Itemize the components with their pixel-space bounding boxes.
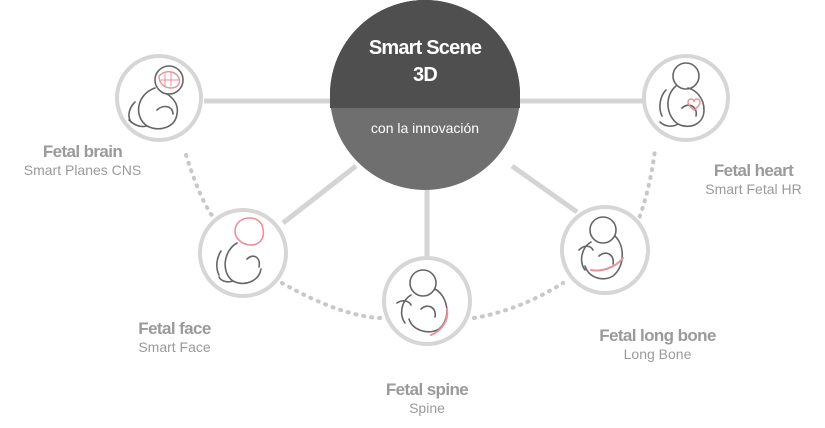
label-brain-subtitle: Smart Planes CNS <box>23 162 142 179</box>
node-spine <box>382 256 472 346</box>
label-spine-title: Fetal spine <box>385 380 469 399</box>
node-longbone <box>560 205 650 295</box>
node-face <box>198 208 288 298</box>
fetus-face-icon <box>216 217 265 285</box>
label-heart: Fetal heart Smart Fetal HR <box>682 161 825 198</box>
label-longbone-title: Fetal long bone <box>599 326 716 345</box>
fetus-long-bone-icon <box>578 216 624 280</box>
label-face-title: Fetal face <box>138 319 211 338</box>
fetus-heart-icon <box>659 62 705 128</box>
label-brain: Fetal brain Smart Planes CNS <box>0 142 165 179</box>
label-spine: Fetal spine Spine <box>347 380 507 417</box>
connector-face <box>281 164 358 225</box>
label-brain-title: Fetal brain <box>42 142 123 161</box>
label-longbone-subtitle: Long Bone <box>623 346 692 363</box>
label-face-subtitle: Smart Face <box>138 339 211 356</box>
label-heart-title: Fetal heart <box>713 161 794 180</box>
center-subtitle: con la innovación <box>370 120 480 136</box>
node-brain <box>115 54 203 142</box>
center-title-line1: Smart Scene <box>368 37 482 59</box>
connector-lines <box>204 98 643 257</box>
center-title-line2: 3D <box>413 64 438 86</box>
center-title: Smart Scene 3D <box>333 35 517 89</box>
center-circle <box>330 0 520 190</box>
connector-longbone <box>510 163 579 215</box>
fetus-brain-icon <box>128 65 184 130</box>
fetus-spine-icon <box>396 269 449 336</box>
node-heart <box>642 54 730 142</box>
label-spine-subtitle: Spine <box>409 400 445 417</box>
label-longbone: Fetal long bone Long Bone <box>570 326 745 363</box>
label-face: Fetal face Smart Face <box>97 319 252 356</box>
label-heart-subtitle: Smart Fetal HR <box>705 181 802 198</box>
